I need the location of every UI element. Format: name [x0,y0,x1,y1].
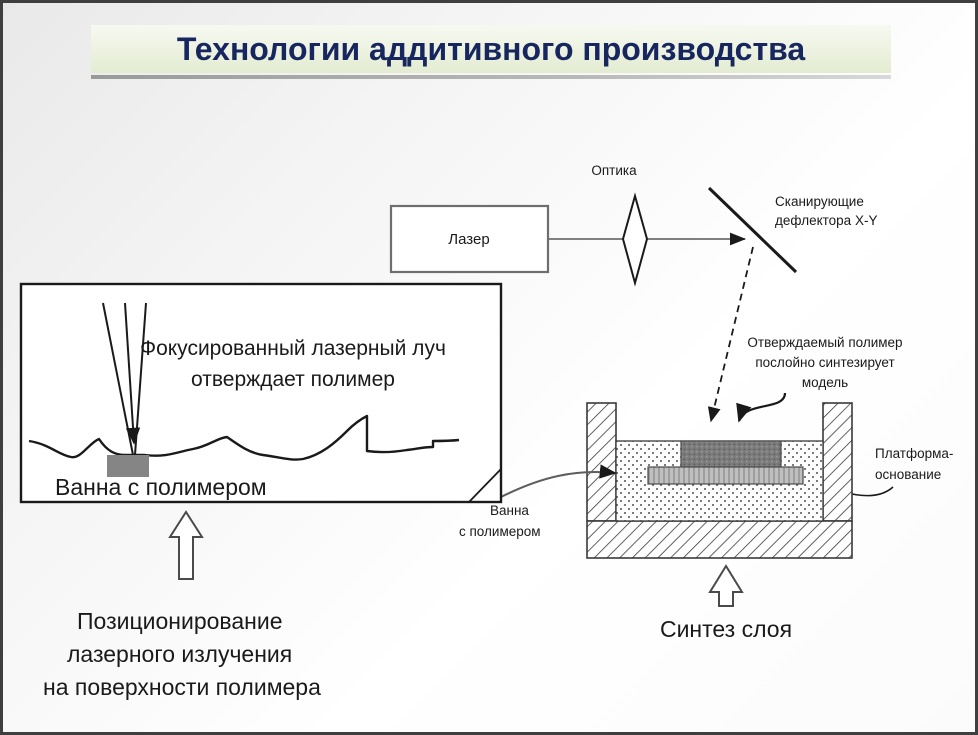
inset-leader-upper [468,468,502,503]
title-underline [91,75,891,79]
cured-polymer-label-line2: послойно синтезирует [755,355,894,370]
inset-panel [19,282,503,504]
left-caption-line2: лазерного излучения [67,641,292,667]
cured-polymer-label-line3: модель [802,375,848,390]
laser-box-label: Лазер [448,231,489,248]
right-callout-arrow [708,564,744,607]
build-platform [647,466,804,485]
vat-label-line2: с полимером [459,524,541,539]
inset-liquid-surface [28,414,460,461]
optics-label: Оптика [591,163,637,178]
optics-lens-icon [621,192,649,287]
page-title: Технологии аддитивного производства [176,30,806,67]
inset-beam-caption-line1: Фокусированный лазерный луч [140,337,446,360]
vat-wall-left [586,402,617,522]
laser-box [389,204,550,274]
left-caption-line3: на поверхности полимера [43,674,321,700]
vat-wall-right [822,402,853,522]
deflectors-label-line1: Сканирующие [775,194,864,209]
process-diagram: Лазер Оптика Сканирующие дефлектора X-Y … [19,163,953,700]
right-caption: Синтез слоя [660,616,792,642]
left-callout-arrow [168,510,204,580]
platform-label-line2: основание [875,467,941,482]
inset-beam-caption-line2: отверждает полимер [191,368,395,391]
reflected-beam-dashed [707,246,754,423]
inset-cured-spot [107,455,149,477]
inset-beam-axis [124,302,141,445]
platform-label-line1: Платформа- [875,446,953,461]
cured-layer-block [680,440,782,468]
slide-title-band: Технологии аддитивного производства [91,25,891,73]
cured-polymer-leader [736,392,787,423]
deflectors-label-line2: дефлектора X-Y [775,213,877,228]
vat-label-line1: Ванна [490,503,529,518]
scanning-mirror [707,186,798,274]
left-caption-line1: Позиционирование [77,608,283,634]
vat-bottom [586,520,853,559]
cured-polymer-label-line1: Отверждаемый полимер [747,335,902,350]
inset-vat-caption: Ванна с полимером [55,474,267,500]
vat-liquid-leader [500,464,617,498]
